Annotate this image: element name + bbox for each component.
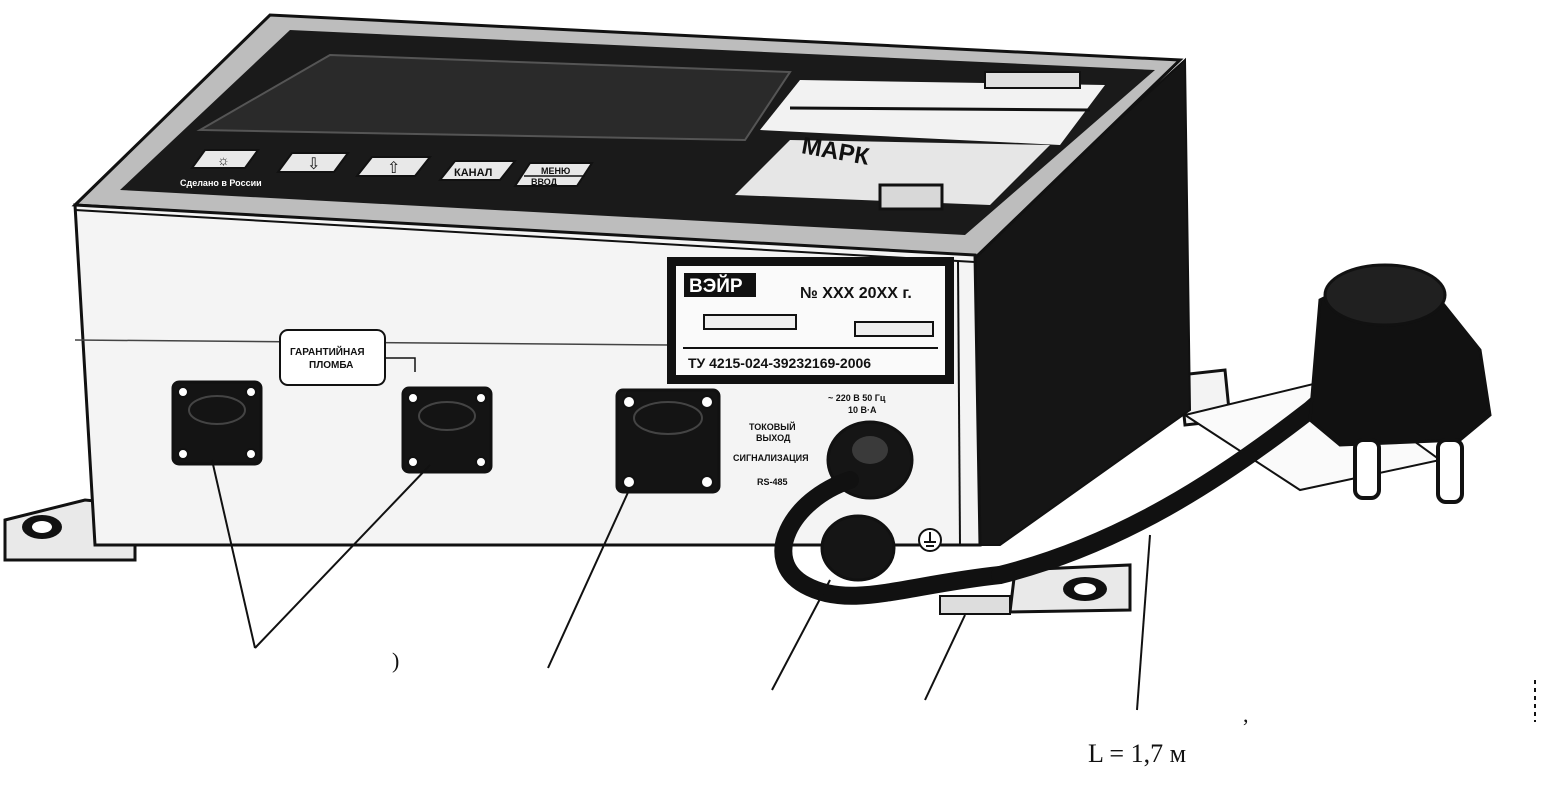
- backlight-button[interactable]: ☼: [190, 149, 260, 169]
- power-current-label: 10 В·А: [848, 405, 877, 415]
- warranty-seal: ГАРАНТИЙНАЯ ПЛОМБА: [279, 329, 416, 386]
- current-out-label-1: ТОКОВЫЙ: [749, 421, 796, 432]
- model-field-left: [703, 314, 797, 330]
- seal-label-line1: ГАРАНТИЙНАЯ: [290, 345, 365, 358]
- spec-label: ТУ 4215-024-39232169-2006: [688, 355, 871, 371]
- cable-length-label: L = 1,7 м: [1088, 739, 1186, 768]
- lcd-window: [196, 53, 792, 142]
- panel-caption: Сделано в России: [180, 178, 262, 188]
- channel-button[interactable]: КАНАЛ: [437, 160, 518, 181]
- alarm-label: СИГНАЛИЗАЦИЯ: [733, 453, 809, 463]
- indicator-window: [878, 183, 944, 211]
- arrow-down-button[interactable]: ⇩: [276, 152, 350, 173]
- brand-logo-text: ВЭЙР: [689, 275, 743, 297]
- enter-label: ВВОД: [531, 177, 558, 187]
- current-out-label-2: ВЫХОД: [756, 433, 791, 443]
- right-mounting-foot: [939, 563, 1132, 615]
- seal-label-line2: ПЛОМБА: [309, 360, 353, 371]
- cable-loop: [774, 471, 1009, 605]
- ground-icon: [918, 528, 942, 552]
- callout-lines: [211, 459, 1151, 711]
- arrow-up-icon: ⇧: [387, 160, 400, 177]
- rs485-label: RS-485: [757, 477, 788, 487]
- connector-1: [171, 380, 263, 466]
- backlight-icon: ☼: [217, 152, 230, 168]
- power-plug-icon: [1308, 263, 1492, 504]
- annotation-comma: ,: [1243, 702, 1249, 727]
- connector-2: [401, 386, 493, 474]
- arrow-down-icon: ⇩: [307, 156, 320, 173]
- menu-enter-button[interactable]: МЕНЮ ВВОД: [513, 162, 594, 187]
- cable-gland-secondary: [820, 514, 896, 582]
- model-field-right: [854, 321, 934, 337]
- connector-3: [615, 388, 721, 494]
- brand-logo: [684, 273, 756, 297]
- top-panel: МАРК Сделано в России: [71, 13, 1184, 260]
- channel-button-label: КАНАЛ: [454, 167, 492, 179]
- callout-fragment: ): [392, 648, 399, 673]
- menu-label: МЕНЮ: [541, 166, 570, 176]
- top-status-badge: [984, 71, 1081, 89]
- nameplate: ВЭЙР № XXX 20XX г. ТУ 4215-024-39232169-…: [667, 257, 954, 384]
- serial-label: № XXX 20XX г.: [800, 285, 912, 302]
- arrow-up-button[interactable]: ⇧: [354, 156, 433, 177]
- keypad: ☼ ⇩ ⇧ КАНАЛ МЕНЮ ВВОД: [190, 149, 594, 187]
- port-labels: ~ 220 В 50 Гц 10 В·А ТОКОВЫЙ ВЫХОД СИГНА…: [733, 393, 886, 487]
- power-label: ~ 220 В 50 Гц: [828, 393, 886, 403]
